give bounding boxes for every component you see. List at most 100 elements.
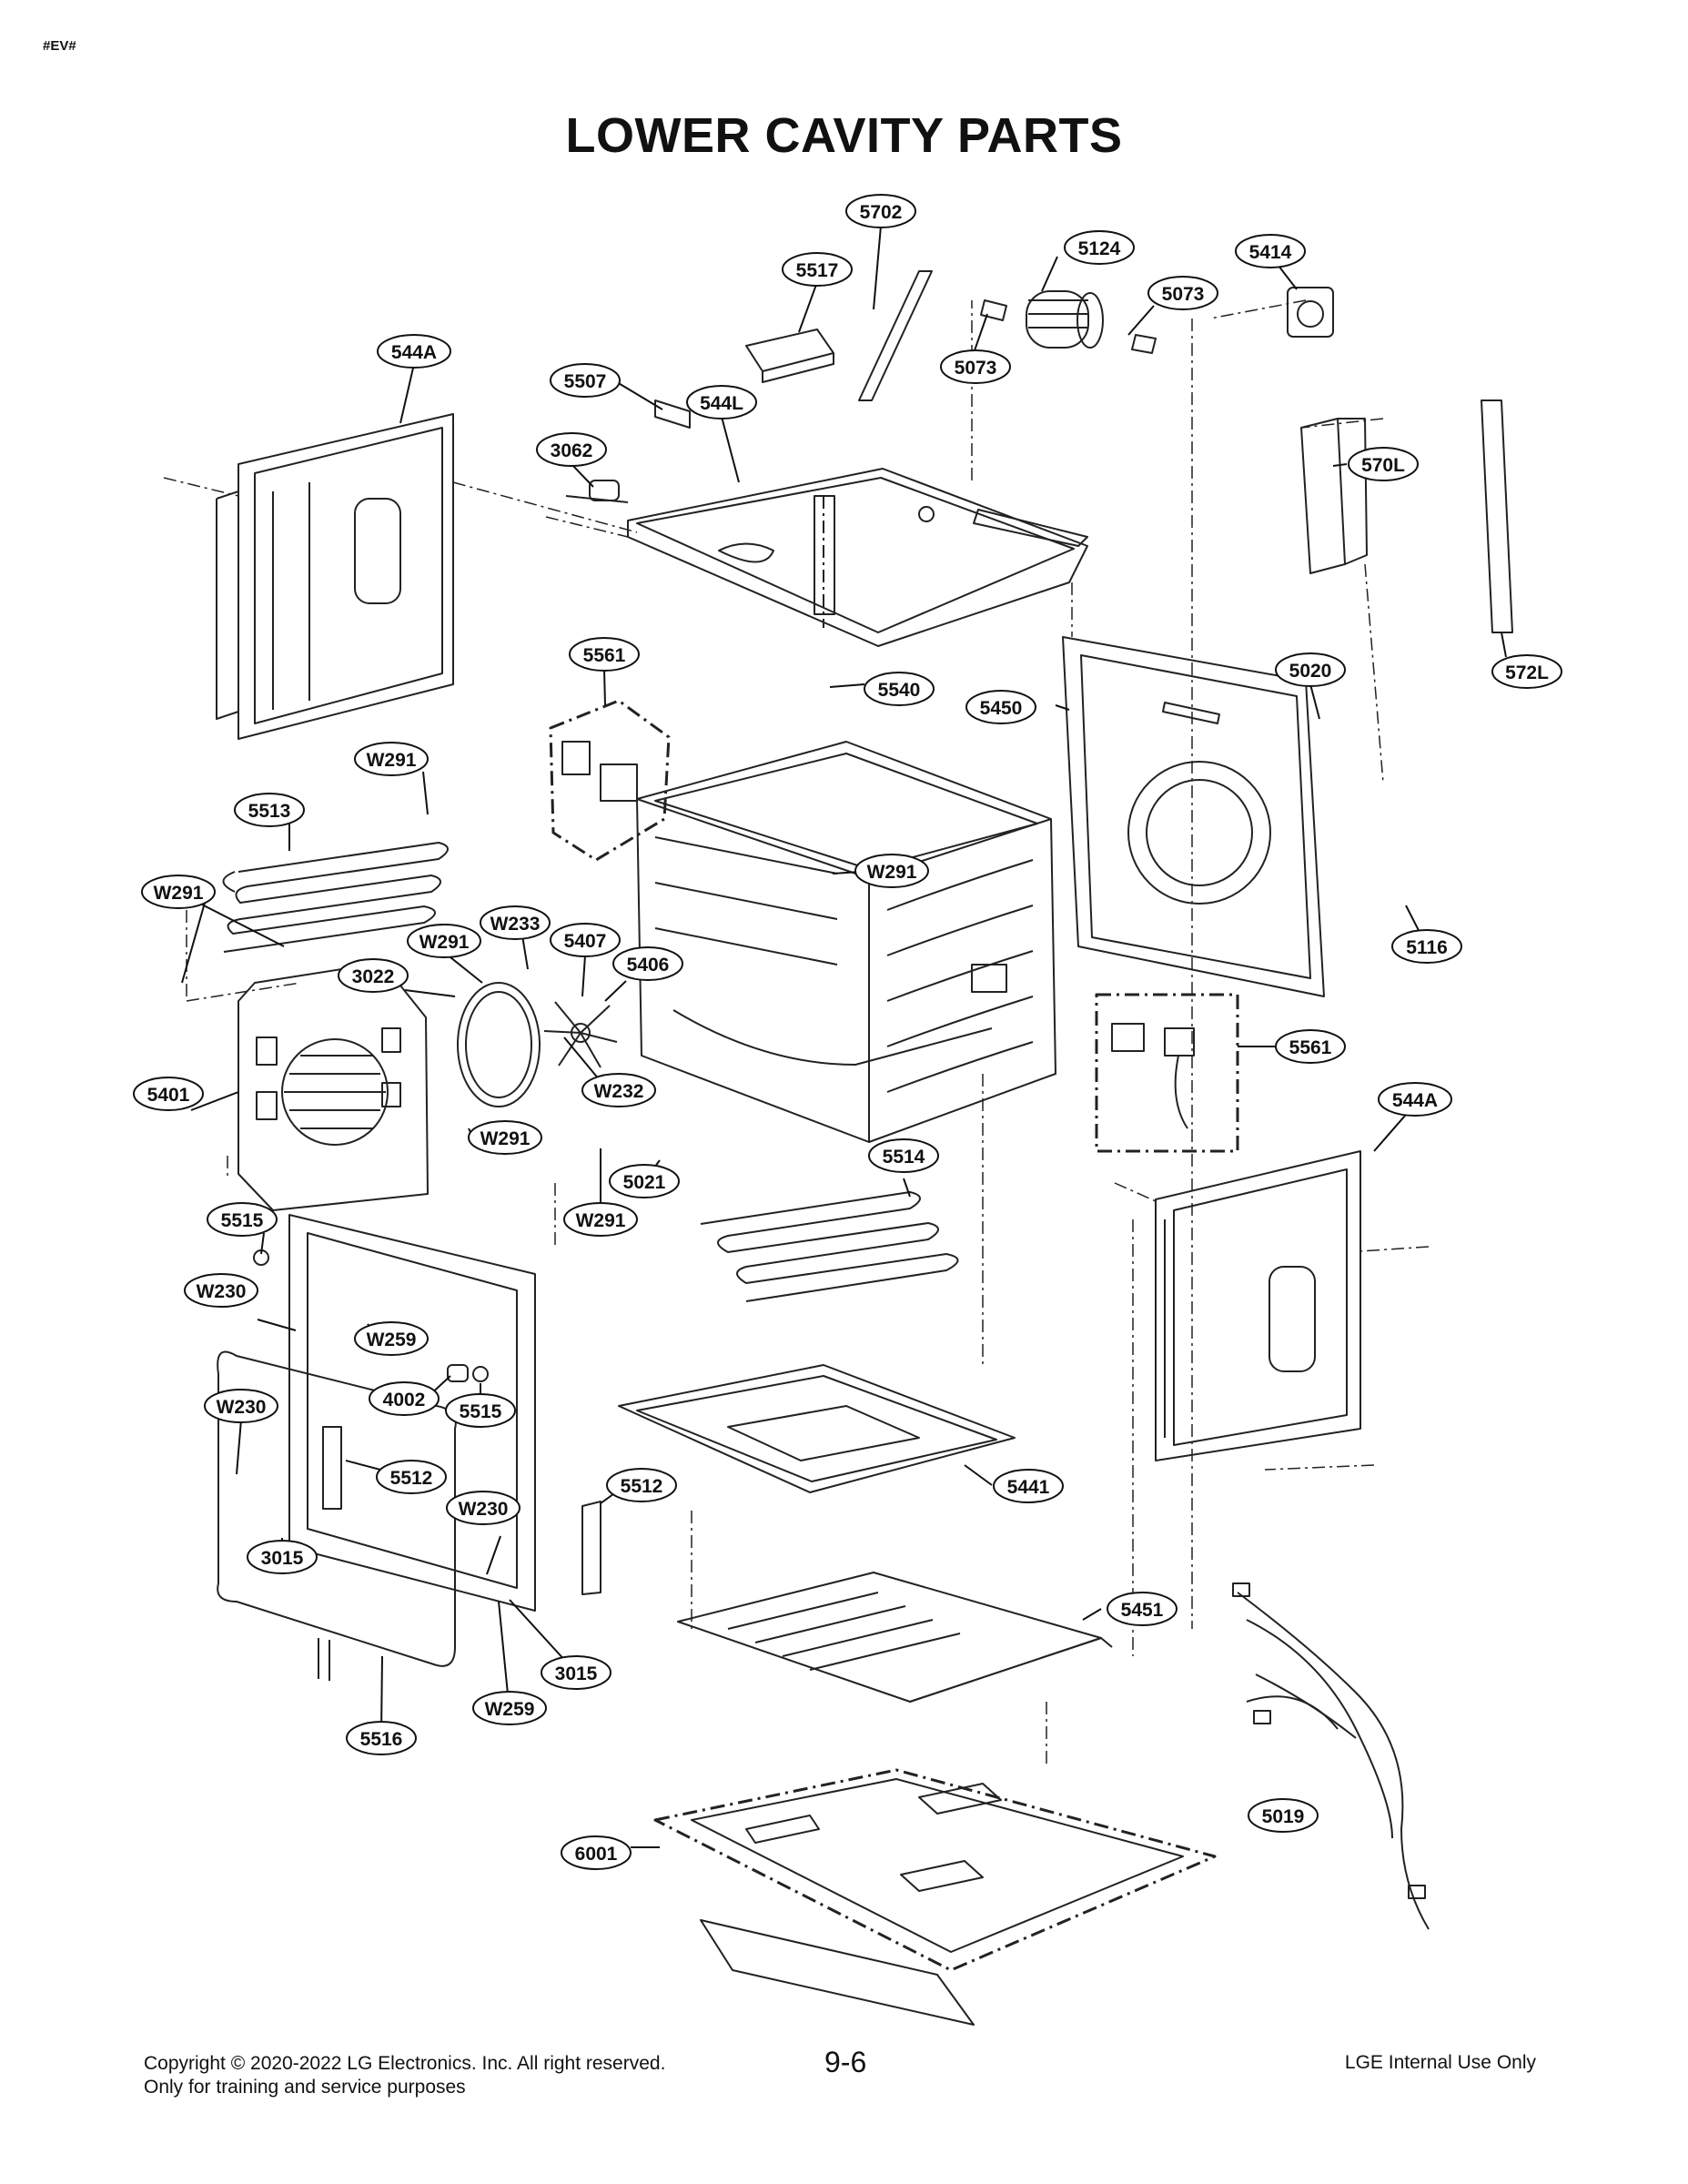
callout-5406: 5406: [612, 946, 683, 981]
callout-3015-right: 3015: [541, 1655, 612, 1690]
page-number: 9-6: [824, 2046, 867, 2078]
callout-5512-right: 5512: [606, 1468, 677, 1502]
footer-internal-note: LGE Internal Use Only: [1344, 2052, 1536, 2073]
page-title: LOWER CAVITY PARTS: [565, 108, 1123, 163]
callout-544A-top: 544A: [377, 334, 451, 369]
svg-text:5073: 5073: [1162, 284, 1205, 305]
callout-W232: W232: [581, 1073, 656, 1107]
callout-5019: 5019: [1248, 1798, 1319, 1833]
svg-text:W291: W291: [576, 1210, 626, 1231]
callout-5414: 5414: [1235, 234, 1306, 268]
svg-text:W291: W291: [867, 862, 917, 883]
callout-W291-f: W291: [563, 1202, 638, 1237]
svg-text:5514: 5514: [883, 1147, 925, 1168]
callout-W291-b: W291: [141, 875, 216, 909]
svg-text:5517: 5517: [796, 260, 839, 281]
convection-fan-5407: [543, 1001, 618, 1068]
svg-text:4002: 4002: [383, 1390, 426, 1410]
oven-cavity: [636, 741, 1056, 1143]
svg-text:5073: 5073: [955, 358, 997, 379]
side-bracket-570L: [1300, 418, 1368, 574]
callout-5401: 5401: [133, 1077, 204, 1111]
svg-text:5407: 5407: [564, 931, 607, 952]
hinge-bracket-5512-left: [322, 1426, 342, 1510]
callout-labels: 5702 5517 5124 5414 5073 5073 544A 5507 …: [133, 194, 1562, 1870]
footer-copyright-block: Copyright © 2020-2022 LG Electronics. In…: [144, 2052, 665, 2099]
svg-text:5020: 5020: [1289, 661, 1332, 682]
callout-5517: 5517: [782, 252, 853, 287]
svg-text:5513: 5513: [248, 801, 291, 822]
sensor-box-5561-lower: [1095, 993, 1239, 1153]
svg-text:5450: 5450: [980, 698, 1023, 719]
svg-text:5401: 5401: [147, 1085, 190, 1106]
footer-training-note: Only for training and service purposes: [144, 2077, 466, 2098]
callout-570L: 570L: [1348, 447, 1419, 481]
callout-572L: 572L: [1491, 654, 1562, 689]
svg-text:W232: W232: [594, 1081, 644, 1102]
callout-5515-top: 5515: [207, 1202, 278, 1237]
fan-bracket-5073-left: [980, 299, 1007, 321]
svg-text:W291: W291: [480, 1128, 531, 1149]
bake-element-5514: [700, 1191, 959, 1302]
svg-text:3015: 3015: [555, 1663, 598, 1684]
callout-4002: 4002: [369, 1381, 440, 1416]
sensor-box-5561-upper: [549, 699, 671, 862]
callout-5512-left: 5512: [376, 1460, 447, 1494]
svg-text:5512: 5512: [390, 1468, 433, 1489]
callout-5441: 5441: [993, 1469, 1064, 1503]
svg-text:W291: W291: [154, 883, 204, 904]
svg-text:5019: 5019: [1262, 1806, 1305, 1827]
svg-text:5116: 5116: [1406, 937, 1448, 958]
side-trim-572L: [1481, 399, 1513, 633]
svg-text:W230: W230: [459, 1499, 509, 1520]
callout-544L: 544L: [686, 385, 757, 420]
callout-5073-left: 5073: [940, 349, 1011, 384]
control-bracket-5507: [654, 399, 691, 429]
convection-cover-5401: [238, 962, 429, 1211]
callout-W233: W233: [480, 905, 551, 940]
callout-5561-upper: 5561: [569, 637, 640, 672]
callout-W291-c: W291: [854, 854, 929, 888]
footer-copyright: Copyright © 2020-2022 LG Electronics. In…: [144, 2053, 666, 2074]
right-side-panel: [1155, 1150, 1361, 1461]
svg-text:5515: 5515: [460, 1401, 502, 1422]
callout-5507: 5507: [550, 363, 621, 398]
insulation-block-5517: [745, 329, 834, 383]
convection-element-5513: [222, 842, 449, 953]
svg-text:W291: W291: [419, 932, 470, 953]
svg-text:W259: W259: [485, 1699, 535, 1720]
svg-text:5512: 5512: [621, 1476, 663, 1497]
svg-text:5441: 5441: [1007, 1477, 1050, 1498]
left-side-panel: [216, 413, 454, 740]
callout-5702: 5702: [845, 194, 916, 228]
svg-text:572L: 572L: [1505, 662, 1549, 683]
wire-harness-5019: [1232, 1582, 1430, 1930]
callout-5451: 5451: [1107, 1592, 1178, 1626]
svg-text:5507: 5507: [564, 371, 607, 392]
svg-text:5516: 5516: [360, 1729, 403, 1750]
svg-text:W291: W291: [367, 750, 417, 771]
callout-5021: 5021: [609, 1164, 680, 1198]
svg-text:W259: W259: [367, 1330, 417, 1350]
callout-3015-left: 3015: [247, 1540, 318, 1574]
svg-text:5515: 5515: [221, 1210, 264, 1231]
callout-5514: 5514: [868, 1138, 939, 1173]
heat-shield-5451: [677, 1572, 1113, 1703]
callout-6001: 6001: [561, 1835, 632, 1870]
cooling-fan-motor-5124: [1026, 290, 1104, 349]
bracket-5702: [858, 270, 933, 401]
svg-text:3022: 3022: [352, 966, 395, 987]
callout-W230-a: W230: [184, 1273, 258, 1308]
svg-text:6001: 6001: [575, 1844, 618, 1865]
callout-5561-lower: 5561: [1275, 1029, 1346, 1064]
svg-text:570L: 570L: [1361, 455, 1405, 476]
svg-text:5561: 5561: [1289, 1037, 1332, 1058]
base-tray-6001: [653, 1768, 1217, 2026]
callout-5073-right: 5073: [1147, 276, 1218, 310]
fan-mount-ring-3022: [457, 982, 541, 1107]
svg-text:3015: 3015: [261, 1548, 304, 1569]
roller-4002: [447, 1364, 469, 1382]
callout-5116: 5116: [1391, 929, 1462, 964]
svg-text:5702: 5702: [860, 202, 903, 223]
